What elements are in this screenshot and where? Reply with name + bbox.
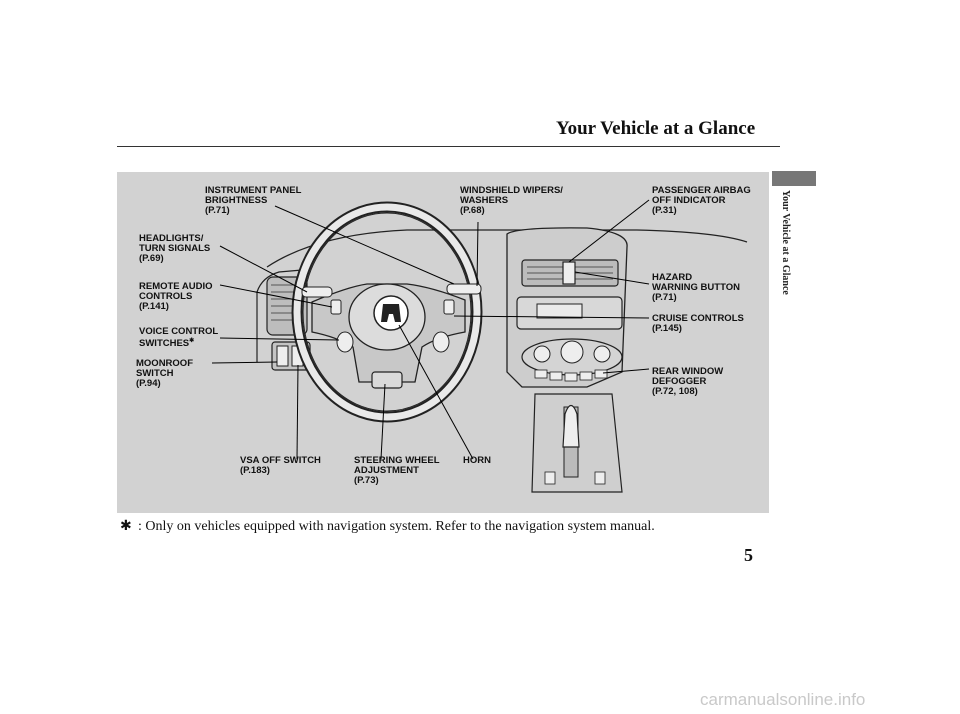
climate-dial-right [593,345,611,363]
leader-headlights [219,245,308,293]
wiper-stalk [446,283,482,295]
steering-adjust-lever [371,371,403,389]
dashboard-illustration [211,199,748,493]
cruise-button-upper [443,299,455,315]
climate-dial-center [560,340,584,364]
label-hazard: HAZARD WARNING BUTTON (P.71) [652,272,740,303]
remote-audio-button [330,299,342,315]
leader-hazard [574,271,650,285]
gear-shift-lever [562,404,580,448]
leader-wipers [476,221,479,287]
label-wipers: WINDSHIELD WIPERS/ WASHERS (P.68) [460,185,563,216]
label-remote-audio: REMOTE AUDIO CONTROLS (P.141) [139,281,213,312]
leader-remote-audio [219,284,333,308]
asterisk-icon: ✱ [120,519,132,534]
voice-control-button [336,331,354,353]
leader-steering [380,383,386,460]
label-headlights: HEADLIGHTS/ TURN SIGNALS (P.69) [139,233,211,264]
page-title: Your Vehicle at a Glance [556,118,756,139]
leader-cruise [453,315,650,319]
leader-voice [219,337,340,341]
navigation-footnote: ✱: Only on vehicles equipped with naviga… [120,519,655,534]
label-cruise-controls: CRUISE CONTROLS (P.145) [652,313,744,334]
moonroof-switch-shape [276,345,289,367]
section-side-text: Your Vehicle at a Glance [780,190,791,295]
section-tab [772,171,816,186]
hazard-button-shape [562,261,576,285]
leader-defogger [602,368,650,374]
climate-dial-left [533,345,551,363]
label-vsa-off: VSA OFF SWITCH (P.183) [240,455,321,476]
console-switch [544,471,556,485]
label-voice-control: VOICE CONTROL SWITCHES✱ [139,326,219,349]
section-side-label: Your Vehicle at a Glance [770,190,800,340]
radio-display [536,303,583,319]
label-rear-defogger: REAR WINDOW DEFOGGER (P.72, 108) [652,366,724,397]
honda-logo-icon [381,304,401,322]
leader-airbag [568,199,650,263]
leader-instrument-panel [274,205,455,285]
title-divider [117,146,780,147]
leader-horn [398,324,474,460]
cruise-button [432,331,450,353]
watermark: carmanualsonline.info [700,690,866,709]
dashboard-top-edge [266,229,748,268]
label-steering-adjust: STEERING WHEEL ADJUSTMENT (P.73) [354,455,440,486]
console-switch-right [594,471,606,485]
label-horn: HORN [463,455,491,466]
rear-defogger-button-shape [594,369,608,379]
label-instrument-panel: INSTRUMENT PANEL BRIGHTNESS (P.71) [205,185,302,216]
headlight-stalk [301,286,333,298]
leader-moonroof [211,361,278,364]
label-moonroof: MOONROOF SWITCH (P.94) [136,358,193,389]
page-number: 5 [744,545,753,565]
leader-vsa [296,364,299,460]
label-airbag-indicator: PASSENGER AIRBAG OFF INDICATOR (P.31) [652,185,751,216]
